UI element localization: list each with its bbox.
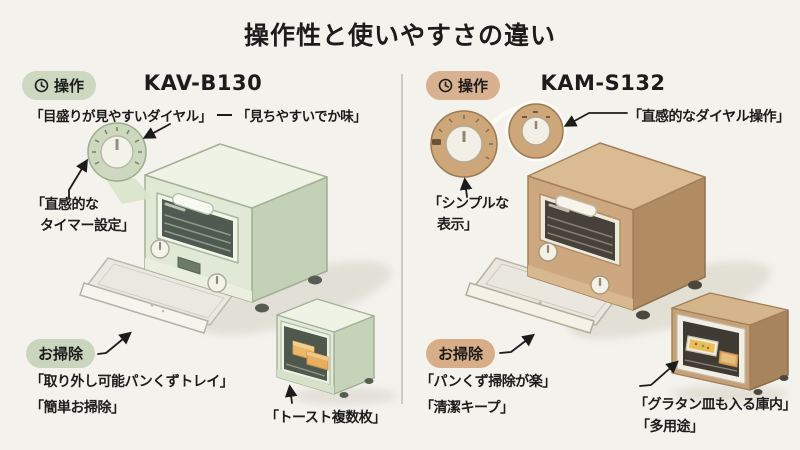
right-toaster-illustration xyxy=(465,142,706,334)
right-toaster-handle xyxy=(555,195,597,217)
left-dial-callout xyxy=(87,122,152,204)
left-dial-label: 「目盛りが見やすいダイヤル」 xyxy=(30,109,212,125)
right-toaster-feet xyxy=(636,280,702,320)
gratin-dish xyxy=(685,335,719,357)
right-gratin-label: 「グラタン皿も入る庫内」 xyxy=(634,397,797,413)
right-multi-label: 「多用途」 xyxy=(636,419,704,435)
left-timer-label-line1: 「直感的な xyxy=(31,197,99,213)
arrow-left-toast xyxy=(284,384,298,404)
right-cleaning-badge: お掃除 xyxy=(426,339,496,368)
arrow-left-dial xyxy=(142,123,171,139)
left-cleaning-badge-label: お掃除 xyxy=(38,345,84,363)
left-tray-label: 「取り外し可能パンくずトレイ」 xyxy=(30,374,234,390)
clock-icon xyxy=(438,78,453,93)
left-toaster-bottom-band xyxy=(145,258,252,302)
page-title: 操作性と使いやすさの違い xyxy=(243,21,556,50)
left-dial-note-label: 「見ちやすいでか味」 xyxy=(236,109,367,125)
right-dial-small-knob xyxy=(521,116,551,146)
right-operation-badge-label: 操作 xyxy=(458,77,489,95)
right-dial-large-knob xyxy=(445,125,483,163)
arrow-right-dial xyxy=(563,112,628,127)
left-clean-label: 「簡単お掃除」 xyxy=(30,400,125,416)
left-dial-label-row: 「目盛りが見やすいダイヤル」 「見ちやすいでか味」 xyxy=(30,105,367,125)
right-dial-label: 「直感的なダイヤル操作」 xyxy=(628,109,790,125)
arrow-left-tray xyxy=(97,331,132,355)
right-operation-badge: 操作 xyxy=(426,71,501,100)
left-toaster-display xyxy=(177,256,201,275)
left-toaster-knobs xyxy=(150,239,227,293)
left-toaster-top xyxy=(144,143,328,209)
left-toast-label: 「トースト複数枚」 xyxy=(265,410,386,426)
left-dial-knob xyxy=(100,135,134,169)
arrow-left-timer xyxy=(68,158,88,198)
right-toaster-bottom-band xyxy=(528,265,633,310)
right-display-label-line2: 表示」 xyxy=(437,217,478,233)
left-crumb-tray xyxy=(79,257,233,334)
right-small-oven xyxy=(671,292,789,395)
left-model-name: KAV-B130 xyxy=(143,71,263,95)
right-dial-small-marks xyxy=(522,111,550,118)
toast-slices xyxy=(292,340,329,371)
right-toaster-top xyxy=(527,142,706,211)
label-connector-line xyxy=(216,114,232,116)
right-cleaning-badge-label: お掃除 xyxy=(438,345,484,363)
arrow-right-tray xyxy=(499,333,536,354)
right-dial-callout xyxy=(430,100,567,178)
left-toaster-illustration xyxy=(79,143,328,334)
left-timer-label-line2: タイマー設定」 xyxy=(40,218,135,234)
left-toaster-handle xyxy=(172,193,214,215)
right-crumb-tray xyxy=(465,257,619,334)
oven-toast xyxy=(718,350,739,368)
right-model-name: KAM-S132 xyxy=(540,71,666,95)
right-crumb-label: 「パンくず掃除が楽」 xyxy=(420,374,556,390)
annotation-arrows xyxy=(68,112,679,404)
left-timer-label: 「直感的な タイマー設定」 xyxy=(31,195,135,237)
left-small-toaster xyxy=(276,298,375,398)
clock-icon xyxy=(34,78,49,93)
arrow-right-display xyxy=(459,177,473,198)
left-operation-badge-label: 操作 xyxy=(54,77,85,95)
right-display-label: 「シンプルな 表示」 xyxy=(428,194,509,236)
panel-divider xyxy=(401,74,403,404)
left-dial-ticks xyxy=(92,127,142,165)
left-cleaning-badge: お掃除 xyxy=(26,339,96,368)
right-display-label-line1: 「シンプルな xyxy=(428,196,509,212)
right-clean-label: 「清潔キープ」 xyxy=(420,400,514,416)
right-toaster-knobs xyxy=(538,242,610,295)
left-operation-badge: 操作 xyxy=(22,71,97,100)
left-toaster-feet xyxy=(255,275,322,313)
arrow-right-oven xyxy=(639,360,679,387)
